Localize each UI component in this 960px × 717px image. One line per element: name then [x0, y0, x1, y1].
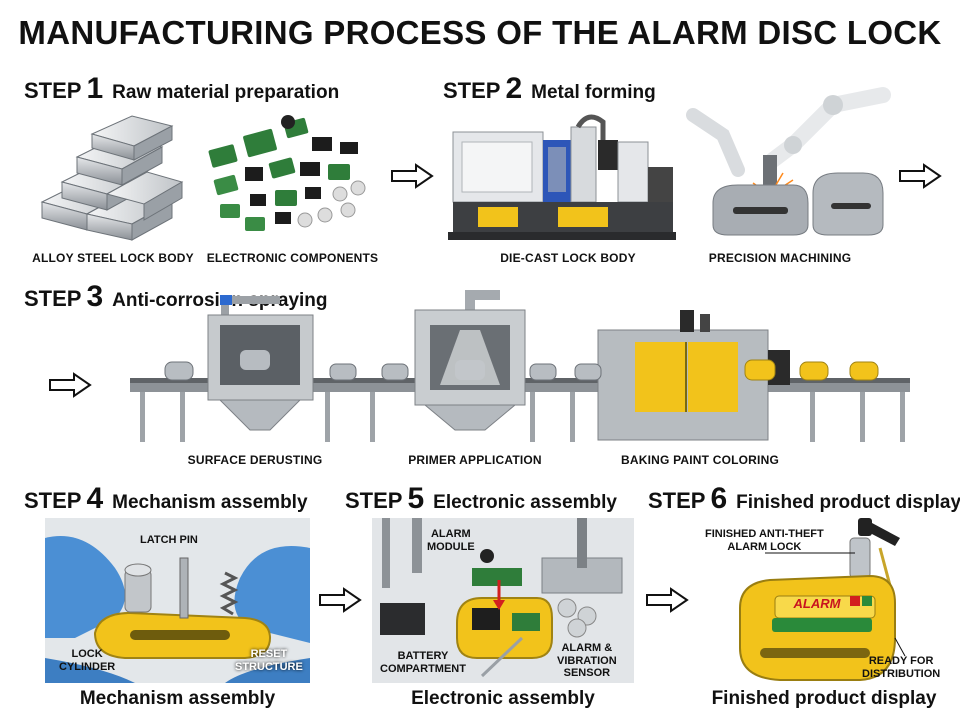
label-vibration-sensor: ALARM & VIBRATION SENSOR	[557, 642, 617, 680]
label-vibration-sensor-line2: VIBRATION	[557, 654, 617, 667]
label-ready-distribution-line1: READY FOR	[868, 655, 934, 667]
alloy-steel-ingots-image	[40, 115, 184, 241]
label-lock-cylinder-line1: LOCK	[71, 648, 103, 660]
mechanism-assembly-photo: LATCH PIN LOCK CYLINDER RESET STRUCTURE	[45, 518, 310, 683]
label-alarm-module-line1: ALARM	[430, 528, 471, 540]
finished-product-display: ALARM FINISHED ANTI-THEFT ALARM LOCK REA…	[700, 518, 950, 686]
label-reset-structure-line1: RESET	[250, 648, 288, 660]
step4-description: Mechanism assembly	[112, 492, 308, 513]
caption-alloy-steel: ALLOY STEEL LOCK BODY	[32, 251, 194, 265]
label-reset-structure: RESET STRUCTURE	[235, 648, 303, 673]
label-latch-pin: LATCH PIN	[140, 534, 198, 546]
arrow-right-icon	[49, 372, 92, 398]
finished-alarm-lock-illustration	[739, 518, 906, 681]
arrow-right-icon	[646, 587, 689, 613]
label-finished-lock: FINISHED ANTI-THEFT ALARM LOCK	[705, 528, 824, 553]
step4-word: STEP	[24, 488, 82, 513]
step6-number: 6	[710, 482, 728, 515]
label-battery-compartment: BATTERY COMPARTMENT	[380, 650, 466, 675]
label-finished-lock-line2: ALARM LOCK	[727, 540, 802, 553]
label-vibration-sensor-line3: SENSOR	[563, 667, 611, 680]
label-lock-cylinder-line2: CYLINDER	[59, 660, 116, 673]
page-title: MANUFACTURING PROCESS OF THE ALARM DISC …	[18, 14, 942, 51]
step2-description: Metal forming	[531, 82, 656, 103]
step1-word: STEP	[24, 78, 82, 103]
label-finished-lock-line1: FINISHED ANTI-THEFT	[705, 528, 824, 540]
step2-word: STEP	[443, 78, 501, 103]
lock-brand-label: ALARM	[793, 596, 841, 611]
precision-machining-image	[686, 87, 891, 236]
electronic-assembly-illustration	[372, 518, 634, 683]
electronic-components-image	[208, 115, 366, 231]
arrow-right-icon	[899, 163, 942, 189]
label-alarm-module: ALARM MODULE	[427, 528, 475, 553]
caption-finished-product: Finished product display	[711, 688, 937, 709]
step1-description: Raw material preparation	[112, 82, 340, 103]
caption-primer-application: PRIMER APPLICATION	[408, 453, 542, 467]
label-lock-cylinder: LOCK CYLINDER	[59, 648, 115, 673]
step3-number: 3	[86, 280, 104, 313]
caption-mechanism-assembly: Mechanism assembly	[79, 688, 276, 709]
spraying-production-line-image	[130, 290, 910, 442]
label-alarm-module-line2: MODULE	[427, 540, 475, 553]
electronic-assembly-photo: ALARM MODULE BATTERY COMPARTMENT ALARM &…	[372, 518, 634, 683]
step4-number: 4	[86, 482, 104, 515]
step5-number: 5	[407, 482, 425, 515]
label-battery-compartment-line2: COMPARTMENT	[380, 662, 466, 675]
caption-electronic-components: ELECTRONIC COMPONENTS	[206, 251, 379, 265]
caption-electronic-assembly: Electronic assembly	[411, 688, 595, 709]
label-battery-compartment-line1: BATTERY	[397, 650, 449, 662]
arrow-right-icon	[391, 163, 434, 189]
step5-word: STEP	[345, 488, 403, 513]
step2-number: 2	[505, 72, 523, 105]
arrow-right-icon	[319, 587, 362, 613]
step6-description: Finished product display	[736, 492, 960, 513]
step5-description: Electronic assembly	[433, 492, 617, 513]
step1-number: 1	[86, 72, 104, 105]
caption-surface-derusting: SURFACE DERUSTING	[187, 453, 323, 467]
label-reset-structure-line2: STRUCTURE	[235, 660, 303, 673]
die-cast-machine-image	[448, 114, 676, 240]
label-ready-distribution: READY FOR DISTRIBUTION	[862, 655, 940, 680]
label-ready-distribution-line2: DISTRIBUTION	[862, 667, 941, 680]
caption-die-cast: DIE-CAST LOCK BODY	[500, 251, 636, 265]
mechanism-assembly-illustration	[45, 518, 310, 683]
label-vibration-sensor-line1: ALARM &	[561, 642, 613, 654]
caption-precision-machining: PRECISION MACHINING	[708, 251, 852, 265]
caption-baking-paint: BAKING PAINT COLORING	[621, 453, 779, 467]
step3-word: STEP	[24, 286, 82, 311]
step6-word: STEP	[648, 488, 706, 513]
step3-description: Anti-corrosion spraying	[112, 290, 328, 311]
